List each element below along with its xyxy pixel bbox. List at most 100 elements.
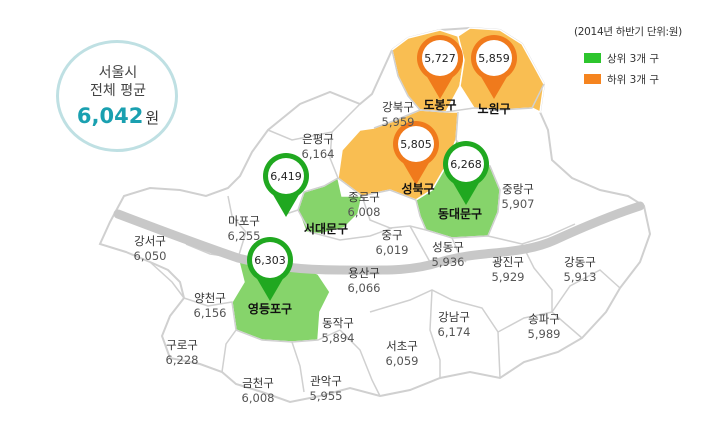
pin-marker-영등포구: 6,303 [247, 237, 293, 301]
district-name: 강북구 [382, 100, 414, 114]
district-label-성북구: 성북구 [401, 182, 435, 196]
pin-center [422, 40, 458, 76]
district-border [227, 195, 247, 259]
district-border [339, 329, 381, 397]
district-value: 5,936 [431, 255, 465, 269]
pin-value: 6,419 [270, 170, 302, 183]
district-value: 6,019 [375, 243, 409, 257]
pin-tail [480, 75, 508, 99]
district-name: 중구 [381, 228, 403, 242]
pin-tail [256, 277, 284, 301]
pin-tail [452, 181, 480, 205]
district-name: 종로구 [348, 190, 380, 204]
district-value: 6,164 [301, 147, 335, 161]
district-name: 구로구 [166, 338, 198, 352]
district-name: 강남구 [438, 310, 470, 324]
district-name: 서초구 [386, 339, 418, 353]
district-name: 성동구 [432, 240, 464, 254]
district-label-도봉구: 도봉구 [423, 98, 457, 112]
average-number: 6,042 [76, 104, 144, 128]
district-name: 은평구 [302, 132, 334, 146]
pin-tail [402, 161, 430, 185]
pin-center [398, 126, 434, 162]
district-border [297, 209, 393, 241]
legend-item-bottom: 하위 3개 구 [584, 72, 659, 87]
district-border [373, 109, 421, 129]
district-border [391, 49, 545, 113]
district-border [521, 243, 553, 312]
district-border [429, 289, 441, 378]
district-border [455, 111, 501, 237]
legend-title: (2014년 하반기 단위:원) [574, 26, 682, 38]
average-ring [56, 40, 178, 152]
district-value: 6,228 [165, 353, 199, 367]
district-value: 5,959 [381, 115, 415, 129]
average-unit: 원 [145, 109, 160, 127]
district-name: 양천구 [194, 291, 226, 305]
han-river [113, 201, 645, 275]
legend-item-top: 상위 3개 구 [584, 51, 659, 66]
district-value: 6,008 [241, 391, 275, 405]
average-label-line1: 서울시 [98, 65, 138, 81]
legend-label-top: 상위 3개 구 [607, 53, 659, 65]
district-value: 6,255 [227, 229, 261, 243]
pin-value: 6,268 [450, 158, 482, 171]
district-label-노원구: 노원구 [477, 102, 511, 116]
district-border [267, 103, 361, 141]
district-name: 광진구 [492, 255, 524, 269]
district-border [291, 341, 305, 393]
pin-center [476, 40, 512, 76]
pin-tail [426, 75, 454, 99]
district-label-서대문구: 서대문구 [303, 222, 349, 236]
district-border [551, 269, 621, 313]
pin-marker-노원구: 5,859 [471, 35, 517, 99]
district-border [149, 261, 185, 299]
district-name: 송파구 [528, 312, 560, 326]
district-border [183, 297, 237, 373]
district-name: 금천구 [242, 376, 274, 390]
district-value: 6,174 [437, 325, 471, 339]
district-border [361, 195, 576, 245]
district-value: 5,907 [501, 197, 535, 211]
pin-value: 5,805 [400, 138, 432, 151]
district-value: 6,008 [347, 205, 381, 219]
district-value: 5,894 [321, 331, 355, 345]
legend-label-bottom: 하위 3개 구 [607, 74, 659, 86]
pin-tail [272, 193, 300, 217]
pin-marker-도봉구: 5,727 [417, 35, 463, 99]
district-name: 강동구 [564, 255, 596, 269]
district-border [337, 177, 427, 231]
district-name: 마포구 [228, 214, 260, 228]
pin-center [268, 158, 304, 194]
district-value: 5,913 [563, 270, 597, 284]
district-value: 6,059 [385, 354, 419, 368]
district-border [497, 311, 583, 339]
pin-center [448, 146, 484, 182]
district-value: 5,955 [309, 389, 343, 403]
district-name: 중랑구 [502, 182, 534, 196]
pin-marker-동대문구: 6,268 [443, 141, 489, 205]
pin-center [252, 242, 288, 278]
district-value: 6,066 [347, 281, 381, 295]
pin-value: 5,727 [424, 52, 456, 65]
